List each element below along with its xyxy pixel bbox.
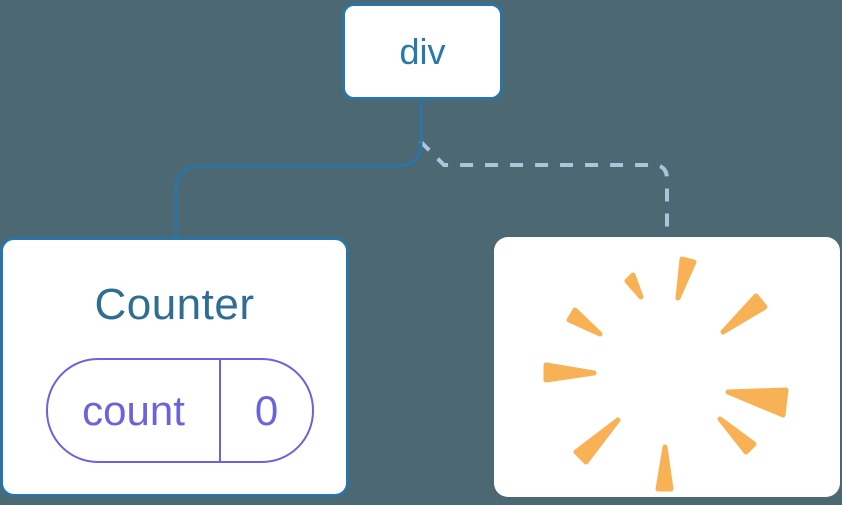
poof-burst-icon (543, 256, 789, 492)
component-title: Counter (94, 280, 255, 329)
state-pill-divider (219, 360, 221, 461)
connector-dashed-line (418, 139, 669, 236)
dom-node-div: div (342, 3, 503, 100)
removed-component-node (494, 237, 840, 497)
state-pill: count 0 (46, 358, 314, 463)
state-key-label: count (82, 386, 185, 434)
component-node-counter: Counter count 0 (0, 237, 349, 497)
state-value-label: 0 (254, 386, 279, 434)
connector-solid-line (174, 100, 423, 237)
dom-node-label: div (399, 30, 446, 72)
